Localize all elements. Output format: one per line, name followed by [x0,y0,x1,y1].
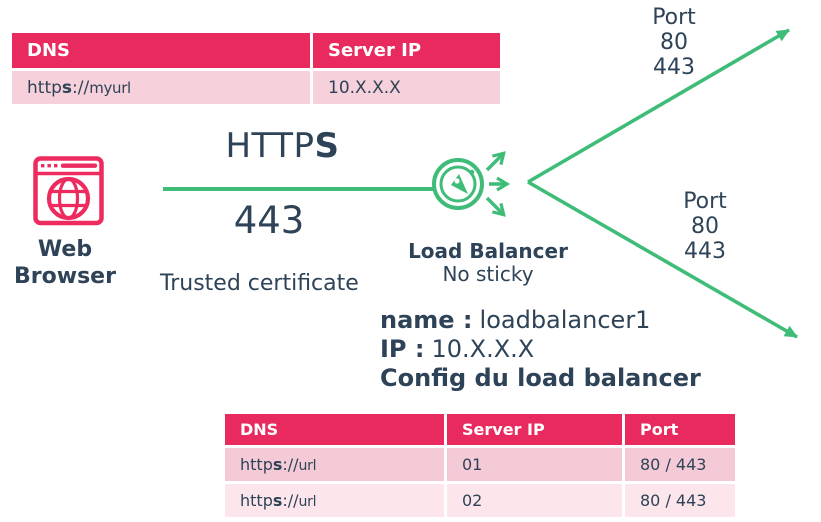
lb-name-line: name :loadbalancer1 [380,306,651,334]
dns-table-bottom-row2-server-ip: 02 [447,484,622,517]
lb-config-title: Config du load balancer [380,364,701,392]
dns-table-top-cell-url: https://myurl [12,71,310,104]
protocol-label: HTTPS [225,126,340,166]
dns-table-top-header-server-ip: Server IP [313,33,500,68]
dns-table-bottom-header-port: Port [625,414,735,445]
load-balancer-label: Load Balancer No sticky [408,239,568,286]
url-text: https://myurl [27,77,131,98]
lb-ip-line: IP :10.X.X.X [380,335,535,363]
dns-table-bottom-row1-port: 80 / 443 [625,448,735,481]
connection-port-label: 443 [233,199,305,242]
route-bottom-ports-label: Port 80 443 [683,189,727,264]
trusted-certificate-note: Trusted certificate [160,271,359,296]
dns-table-bottom-header-server-ip: Server IP [447,414,622,445]
dns-table-bottom: DNS Server IP Port https://url 01 80 / 4… [225,414,735,517]
dns-table-bottom-header-dns: DNS [225,414,444,445]
dns-table-top-cell-server-ip: 10.X.X.X [313,71,500,104]
load-balancer-icon [432,151,511,217]
web-browser-icon [33,156,104,226]
dns-table-top: DNS Server IP https://myurl 10.X.X.X [12,33,500,104]
route-top-ports-label: Port 80 443 [652,5,696,80]
load-balancer-config: name :loadbalancer1 IP :10.X.X.X Config … [380,306,701,393]
dns-table-bottom-row2-url: https://url [225,484,444,517]
dns-table-top-header-dns: DNS [12,33,310,68]
dns-table-bottom-row1-url: https://url [225,448,444,481]
dns-table-bottom-row2-port: 80 / 443 [625,484,735,517]
url-text: https://url [240,491,317,510]
dns-table-bottom-row1-server-ip: 01 [447,448,622,481]
url-text: https://url [240,455,317,474]
web-browser-label: Web Browser [14,237,116,289]
